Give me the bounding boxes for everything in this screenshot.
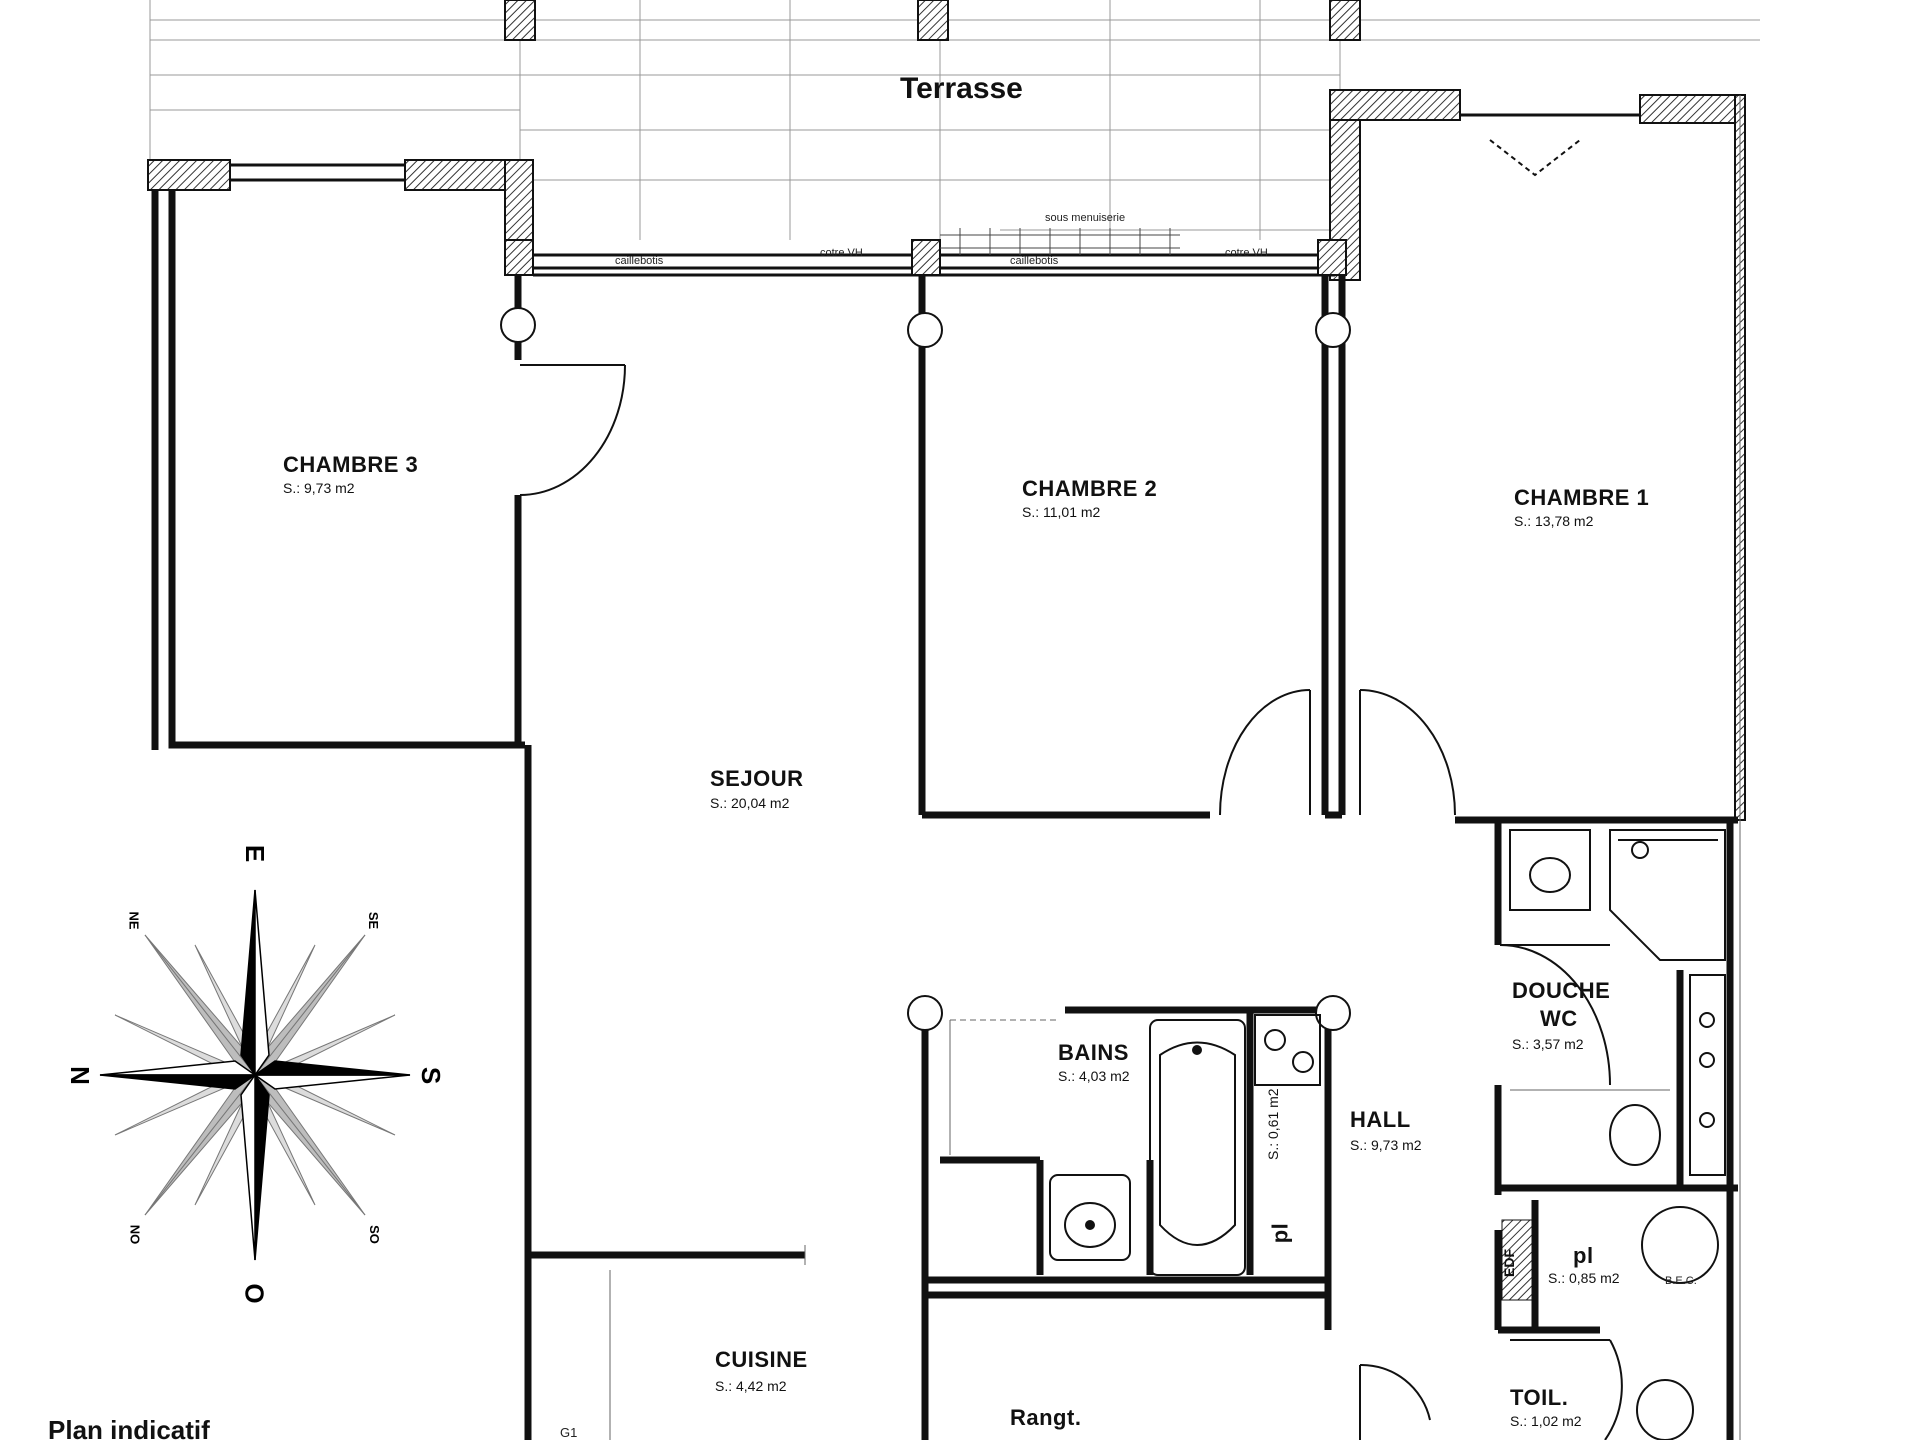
dimension-lines — [609, 95, 1741, 1440]
room-label-cuisine: CUISINE — [715, 1347, 808, 1372]
room-area-sejour: S.: 20,04 m2 — [710, 795, 790, 811]
sous-menuiserie-label: sous menuiserie — [1045, 212, 1126, 224]
compass-northeast: NE — [126, 911, 142, 930]
washbasin — [1049, 1174, 1131, 1261]
caillebotis-grid — [940, 228, 1180, 255]
compass-southeast: SE — [366, 911, 382, 930]
bec-label: B.E.C. — [1665, 1275, 1697, 1287]
room-label-chambre-3: CHAMBRE 3 — [283, 452, 419, 477]
room-label-placard: pl — [1573, 1243, 1594, 1268]
caillebotis-label-1: caillebotis — [615, 255, 664, 267]
terrace-grid — [149, 0, 1760, 240]
room-area-cuisine: S.: 4,42 m2 — [715, 1378, 787, 1394]
room-label-toilettes: TOIL. — [1510, 1385, 1569, 1410]
facade-pillars — [504, 239, 1347, 276]
interior-walls — [151, 190, 1738, 1440]
compass-north: N — [64, 1066, 95, 1085]
room-label-chambre-2: CHAMBRE 2 — [1022, 476, 1158, 501]
room-area-hall: S.: 9,73 m2 — [1350, 1137, 1422, 1153]
compass-south: S — [416, 1066, 447, 1085]
room-area-toilettes: S.: 1,02 m2 — [1510, 1413, 1582, 1429]
g1-label: G1 — [560, 1425, 578, 1440]
terrace-label: Terrasse — [900, 72, 1023, 105]
plan-caption: Plan indicatif — [48, 1415, 210, 1445]
room-label-hall: HALL — [1350, 1107, 1411, 1132]
compass-northwest: NO — [127, 1224, 143, 1245]
room-label-wc: WC — [1540, 1006, 1578, 1031]
room-area-chambre-2: S.: 11,01 m2 — [1022, 504, 1101, 520]
compass-west: O — [239, 1283, 270, 1304]
water-heater — [1254, 1014, 1321, 1086]
bathtub — [1149, 1019, 1246, 1276]
compass-rose — [99, 889, 411, 1261]
room-label-douche: DOUCHE — [1512, 978, 1611, 1003]
room-label-placard-2: pl — [1267, 1222, 1293, 1244]
caillebotis-label-2: caillebotis — [1010, 255, 1059, 267]
room-area-placard-2: S.: 0,61 m2 — [1265, 1088, 1281, 1160]
room-label-rangement: Rangt. — [1010, 1405, 1082, 1430]
room-area-douche-wc: S.: 3,57 m2 — [1512, 1036, 1584, 1052]
room-area-placard: S.: 0,85 m2 — [1548, 1270, 1620, 1286]
compass-southwest: SO — [366, 1225, 382, 1244]
shower-fixtures — [1509, 829, 1726, 1440]
door-swings — [519, 139, 1623, 1440]
edf-panel — [1501, 1219, 1533, 1301]
cotre-vh-label-2: cotre VH — [1225, 247, 1268, 259]
room-area-chambre-1: S.: 13,78 m2 — [1514, 513, 1594, 529]
terrace-posts — [504, 0, 1361, 41]
edf-label: EDF — [1501, 1249, 1517, 1277]
room-label-bains: BAINS — [1058, 1040, 1129, 1065]
cotre-vh-label-1: cotre VH — [820, 247, 863, 259]
room-area-bains: S.: 4,03 m2 — [1058, 1068, 1130, 1084]
room-label-sejour: SEJOUR — [710, 766, 804, 791]
compass-east: E — [240, 844, 271, 863]
columns — [500, 307, 1351, 1031]
room-area-chambre-3: S.: 9,73 m2 — [283, 480, 355, 496]
room-label-chambre-1: CHAMBRE 1 — [1514, 485, 1650, 510]
